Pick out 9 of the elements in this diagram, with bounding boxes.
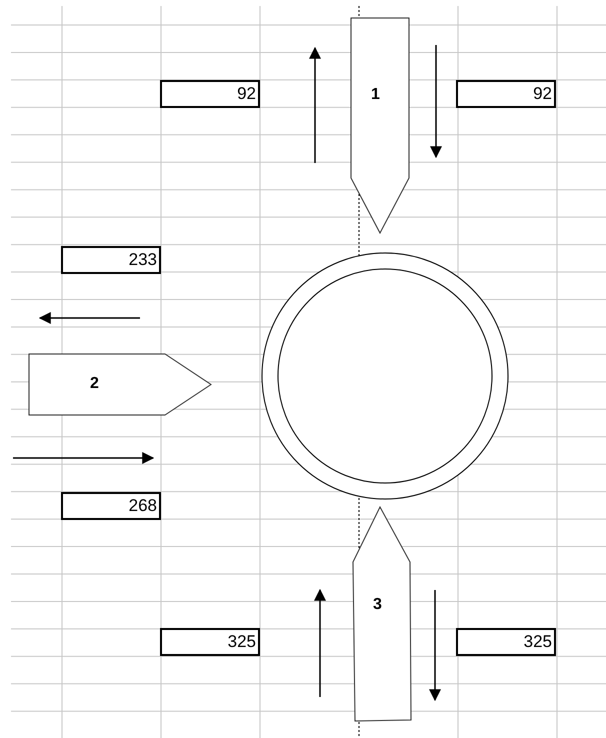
value-field: 325 <box>456 628 556 656</box>
stream-number: 2 <box>90 375 99 393</box>
value-field: 325 <box>160 628 260 656</box>
value-field: 92 <box>160 80 260 108</box>
value-field: 268 <box>61 492 161 520</box>
value-field: 92 <box>456 80 556 108</box>
stream-number: 3 <box>373 596 382 614</box>
value-field: 233 <box>61 246 161 274</box>
stream-number: 1 <box>371 86 380 104</box>
